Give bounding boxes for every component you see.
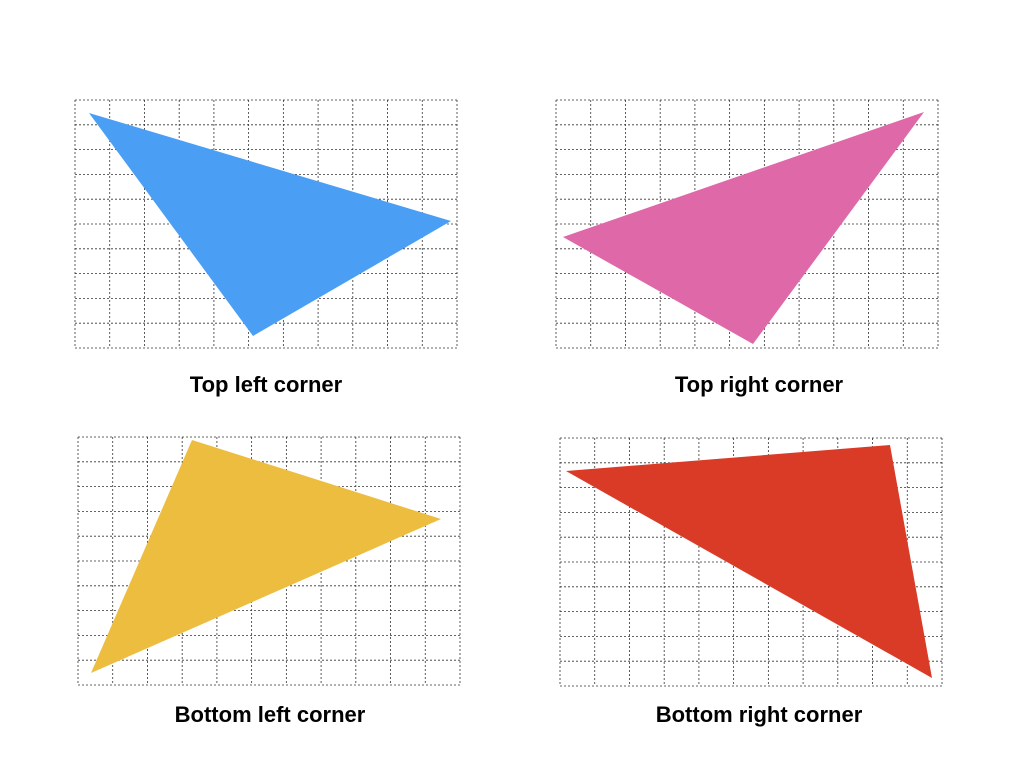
grid-bottom-left bbox=[77, 436, 461, 686]
caption-top-left: Top left corner bbox=[189, 372, 343, 397]
grid-bottom-right bbox=[559, 437, 943, 687]
panel-bottom-left bbox=[77, 436, 461, 686]
triangle-top-left bbox=[89, 113, 451, 336]
panel-top-left bbox=[74, 99, 458, 349]
panel-bottom-right bbox=[559, 437, 943, 687]
panel-top-right bbox=[555, 99, 939, 349]
grid-top-right bbox=[555, 99, 939, 349]
triangle-bottom-left bbox=[91, 440, 441, 673]
caption-bottom-left: Bottom left corner bbox=[174, 702, 366, 727]
triangle-top-right bbox=[563, 112, 924, 344]
grid-top-left bbox=[74, 99, 458, 349]
triangle-bottom-right bbox=[566, 445, 932, 678]
caption-bottom-right: Bottom right corner bbox=[655, 702, 863, 727]
caption-top-right: Top right corner bbox=[674, 372, 844, 397]
